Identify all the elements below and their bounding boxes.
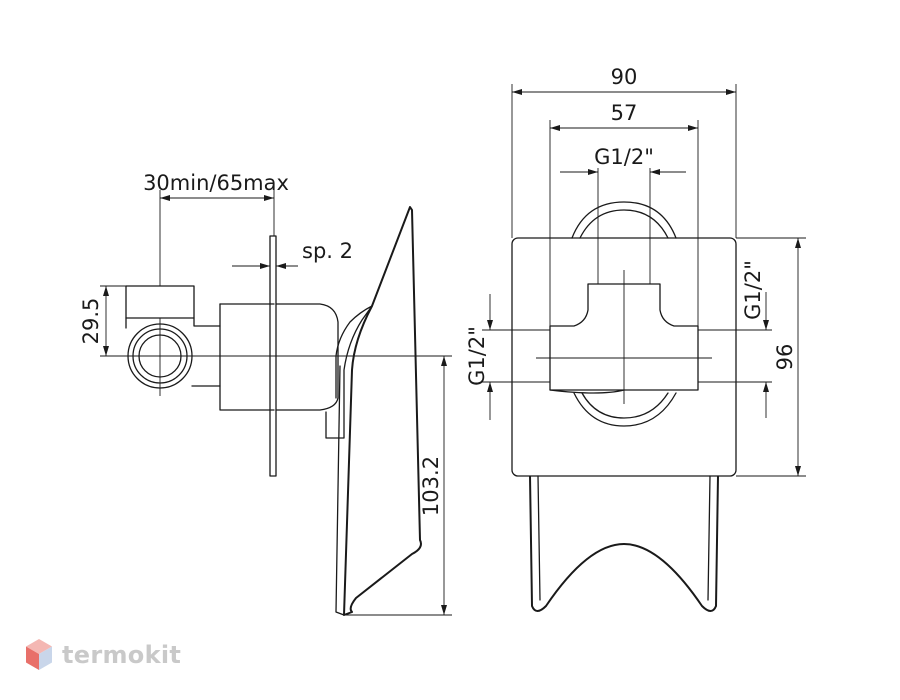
dim-lever-height: 103.2	[419, 456, 443, 516]
side-view	[106, 206, 452, 616]
front-dimensions: 90 57 G1/2" G1/2" G1/2" 96	[465, 65, 806, 477]
side-dimensions: 30min/65max sp. 2 29.5 103.2	[79, 171, 452, 616]
dim-left-thread: G1/2"	[465, 326, 489, 386]
dim-top-thread: G1/2"	[594, 145, 654, 169]
cube-logo-icon	[26, 639, 52, 670]
dim-plate-thickness: sp. 2	[302, 239, 353, 263]
watermark-logo: termokit	[24, 636, 181, 674]
dim-body-width: 57	[611, 101, 638, 125]
watermark-text: termokit	[62, 641, 182, 669]
dim-inlet-offset: 29.5	[79, 298, 103, 345]
dim-right-thread: G1/2"	[741, 260, 765, 320]
dim-overall-width: 90	[611, 65, 638, 89]
front-view	[511, 168, 737, 612]
dim-plate-height: 96	[773, 344, 797, 371]
dim-wall-depth: 30min/65max	[143, 171, 289, 195]
